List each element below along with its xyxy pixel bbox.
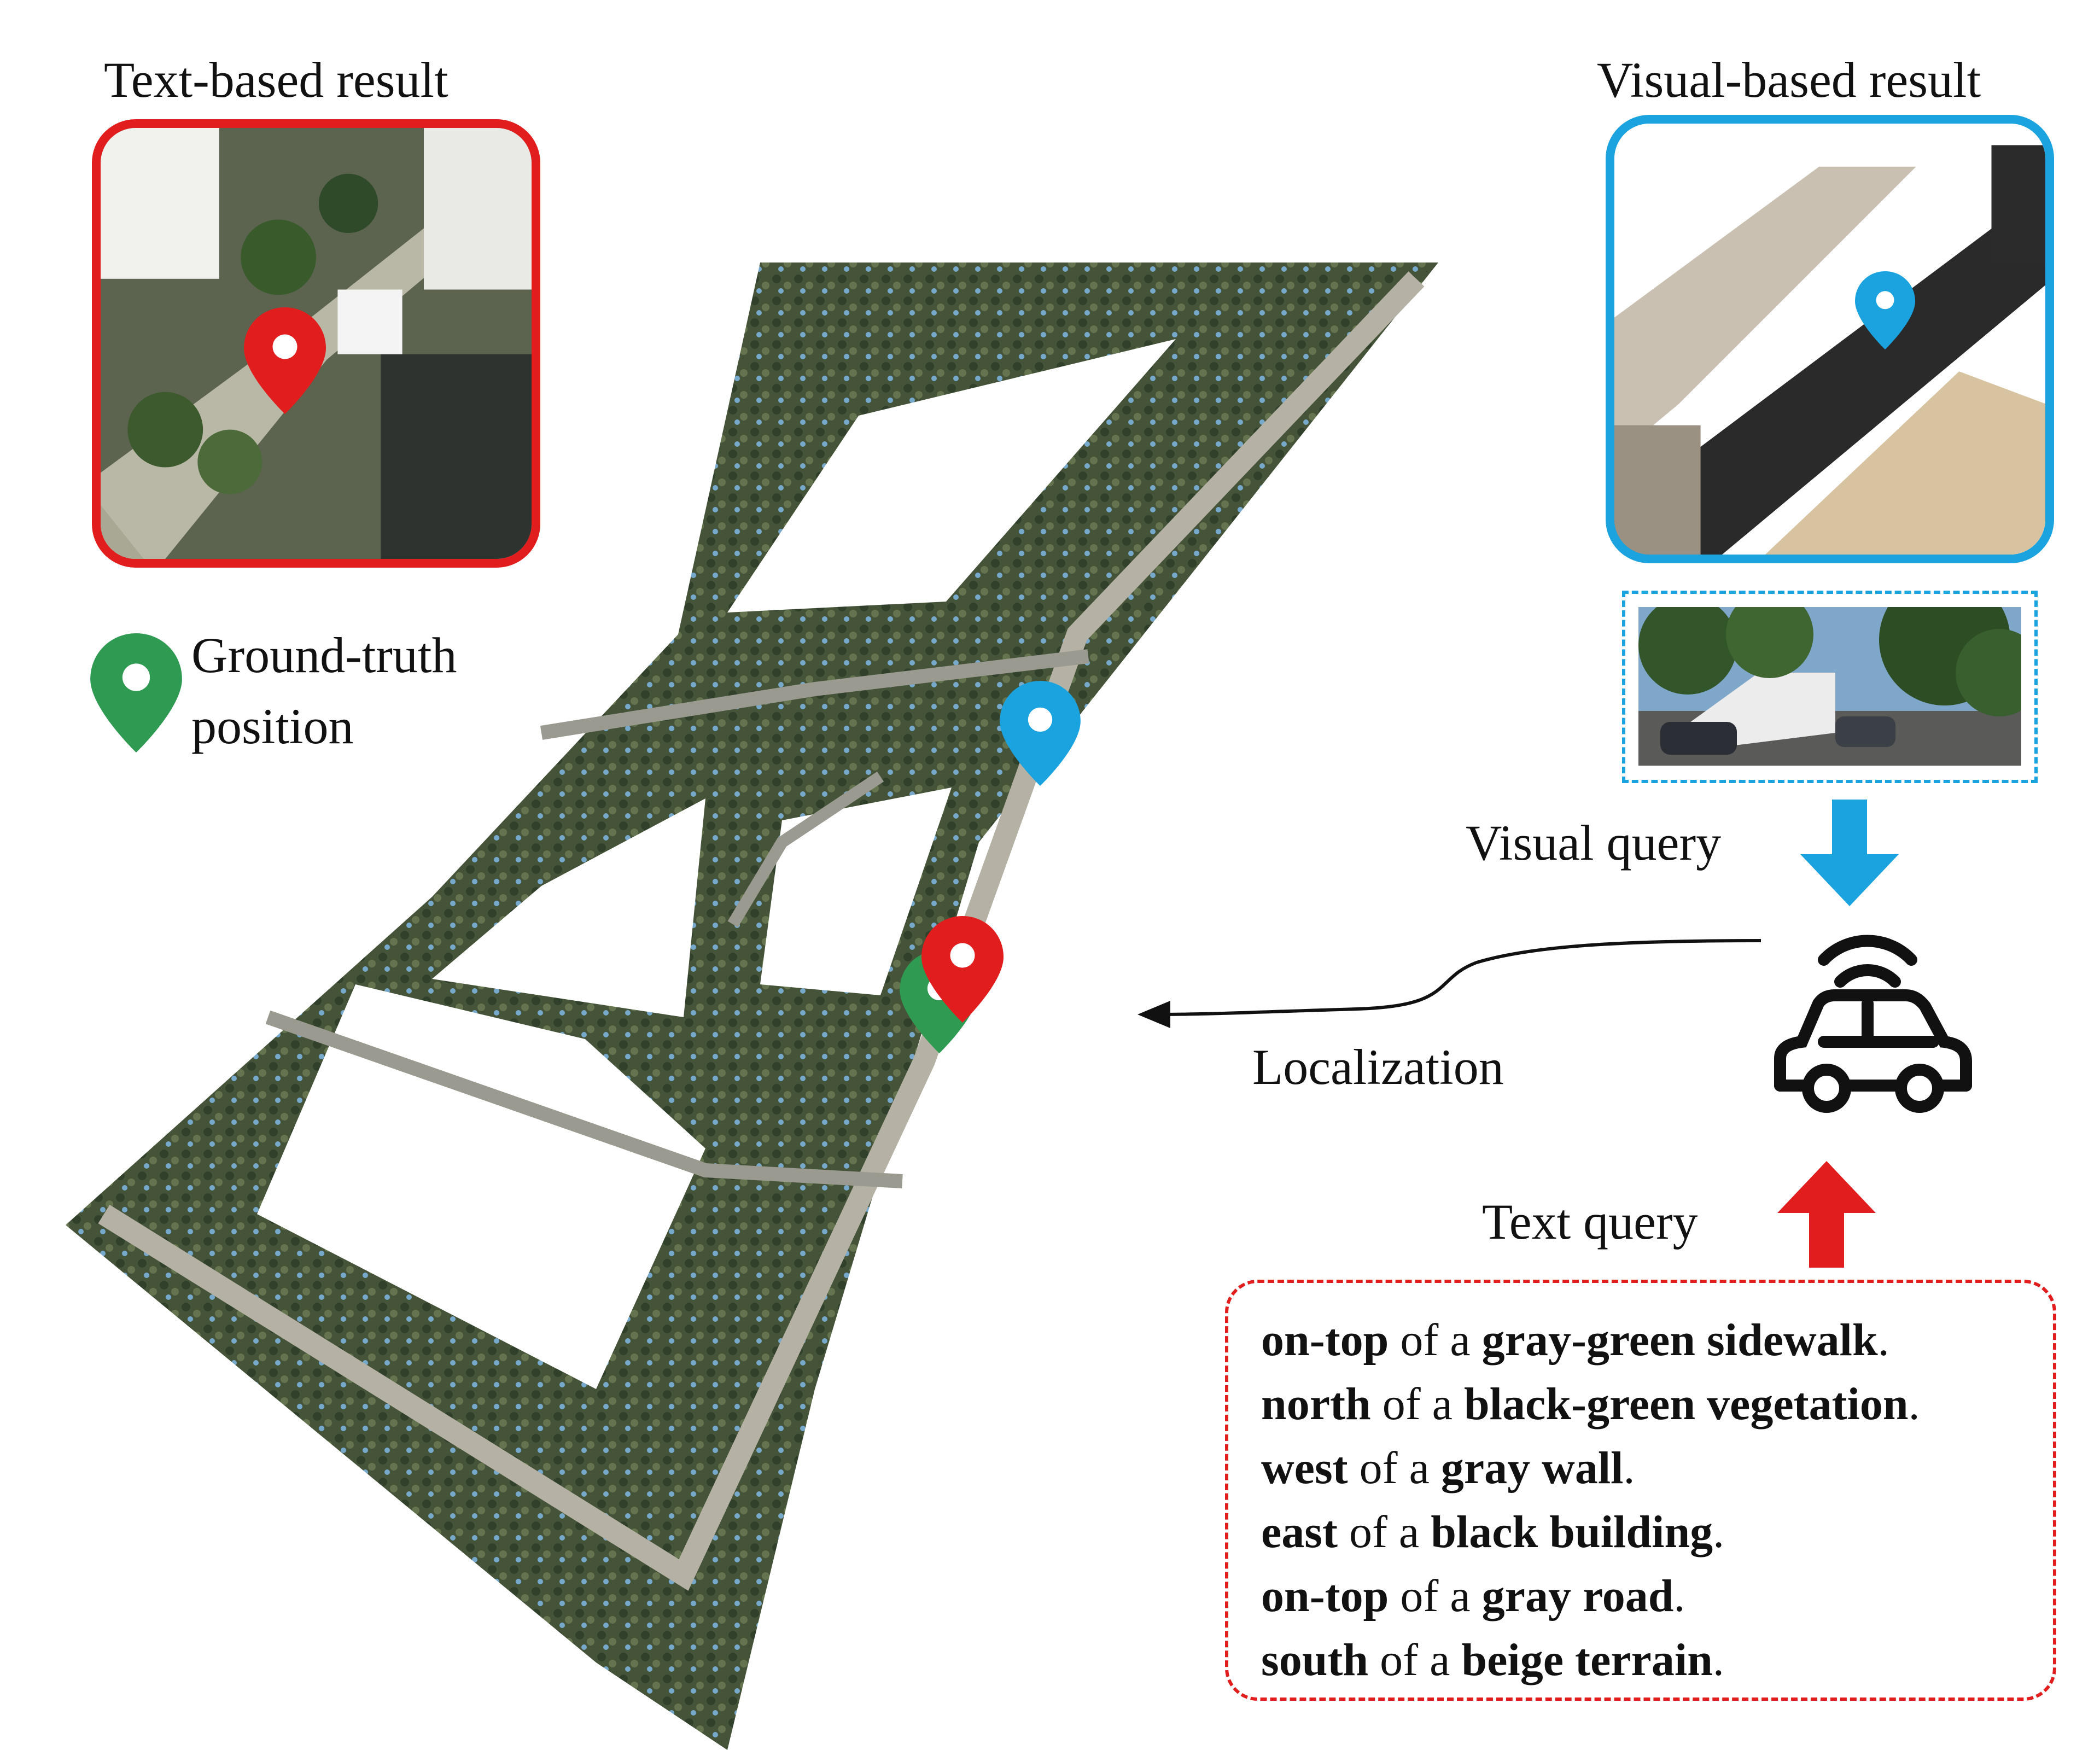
blue-location-pin-icon — [1000, 681, 1081, 786]
description-period: . — [1673, 1571, 1685, 1621]
ground-truth-label-line2: position — [191, 698, 354, 754]
description-line: west of a gray wall. — [1261, 1436, 2053, 1500]
description-object: gray road — [1481, 1571, 1674, 1621]
description-line: south of a beige terrain. — [1261, 1628, 2053, 1692]
description-period: . — [1713, 1507, 1725, 1558]
description-period: . — [1877, 1315, 1889, 1366]
description-connector: of a — [1389, 1571, 1482, 1621]
localization-label: Localization — [1252, 1039, 1504, 1095]
description-object: beige terrain — [1461, 1635, 1713, 1685]
localization-arrow-icon — [1138, 939, 1761, 1028]
point-cloud-map — [66, 262, 1438, 1750]
description-connector: of a — [1370, 1379, 1464, 1430]
visual-query-frame — [1622, 591, 2038, 783]
description-direction: east — [1261, 1507, 1338, 1558]
text-result-panel — [92, 119, 540, 568]
connected-car-icon — [1774, 935, 1972, 1113]
description-connector: of a — [1368, 1635, 1462, 1685]
description-connector: of a — [1389, 1315, 1482, 1366]
description-connector: of a — [1348, 1443, 1441, 1494]
description-object: black-green vegetation — [1463, 1379, 1909, 1430]
description-object: gray wall — [1440, 1443, 1624, 1494]
description-period: . — [1623, 1443, 1635, 1494]
visual-result-panel — [1606, 115, 2054, 563]
ground-truth-label-line1: Ground-truth — [191, 627, 457, 683]
visual-result-title: Visual-based result — [1597, 52, 1981, 108]
red-location-pin-icon — [244, 307, 326, 414]
description-direction: on-top — [1261, 1315, 1389, 1366]
description-connector: of a — [1337, 1507, 1431, 1558]
description-line: on-top of a gray-green sidewalk. — [1261, 1308, 2053, 1372]
text-query-label: Text query — [1482, 1194, 1698, 1250]
green-location-pin-icon — [90, 633, 182, 752]
description-line: on-top of a gray road. — [1261, 1564, 2053, 1628]
description-period: . — [1712, 1635, 1724, 1685]
text-query-description: on-top of a gray-green sidewalk. north o… — [1225, 1280, 2056, 1701]
description-direction: south — [1261, 1635, 1369, 1685]
blue-location-pin-icon — [1855, 271, 1915, 349]
description-direction: on-top — [1261, 1571, 1389, 1621]
red-location-pin-icon — [921, 916, 1004, 1023]
visual-result-view — [1614, 124, 2045, 555]
description-object: gray-green sidewalk — [1481, 1315, 1878, 1366]
description-line: east of a black building. — [1261, 1500, 2053, 1564]
visual-query-label: Visual query — [1466, 815, 1722, 871]
text-result-title: Text-based result — [104, 52, 448, 108]
visual-query-arrow-icon — [1800, 800, 1899, 906]
description-line: north of a black-green vegetation. — [1261, 1372, 2053, 1436]
text-query-arrow-icon — [1777, 1161, 1876, 1268]
description-object: black building — [1431, 1507, 1713, 1558]
description-direction: north — [1261, 1379, 1371, 1430]
description-period: . — [1908, 1379, 1920, 1430]
visual-query-image — [1638, 607, 2021, 766]
description-direction: west — [1261, 1443, 1348, 1494]
